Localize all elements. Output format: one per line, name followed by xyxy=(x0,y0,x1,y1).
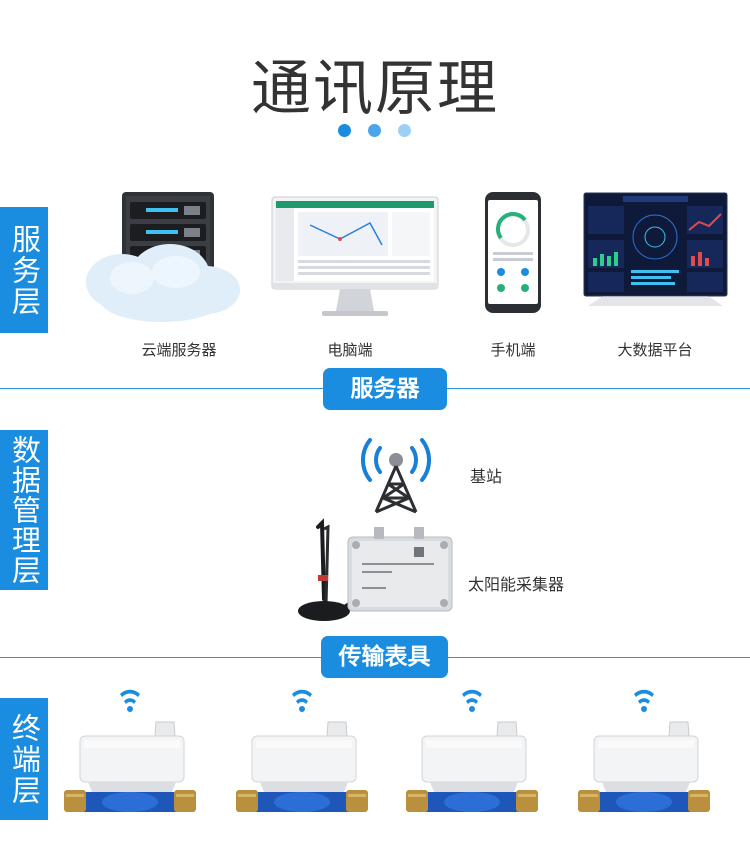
solar-collector-icon xyxy=(288,515,458,627)
caption-cloud-server: 云端服务器 xyxy=(141,341,217,359)
page-title: 通讯原理 xyxy=(251,54,499,124)
layer-tab-service: 服务层 xyxy=(0,207,48,333)
cloud-server-icon xyxy=(84,190,244,325)
water-meter-icon xyxy=(234,688,370,820)
label-solar-collector: 太阳能采集器 xyxy=(468,575,565,594)
layer-tab-terminal: 终端层 xyxy=(0,698,48,820)
pill-transmit-meter: 传输表具 xyxy=(321,636,448,678)
dot-3 xyxy=(398,124,411,137)
caption-desktop: 电脑端 xyxy=(327,341,373,359)
dashboard-screen-icon xyxy=(583,192,728,307)
water-meter-icon xyxy=(576,688,712,820)
water-meter-icon xyxy=(62,688,198,820)
layer-tab-label: 服务层 xyxy=(7,223,42,317)
smartphone-icon xyxy=(483,190,543,315)
layer-tab-label: 数据管理层 xyxy=(7,435,42,585)
pill-server: 服务器 xyxy=(323,368,447,410)
dot-2 xyxy=(368,124,381,137)
caption-big-data-platform: 大数据平台 xyxy=(617,341,693,359)
label-base-station: 基站 xyxy=(470,467,503,486)
layer-tab-label: 终端层 xyxy=(7,712,42,806)
water-meter-icon xyxy=(404,688,540,820)
title-dots xyxy=(338,124,414,138)
dot-1 xyxy=(338,124,351,137)
desktop-monitor-icon xyxy=(270,195,440,320)
base-station-icon xyxy=(358,428,434,514)
caption-mobile: 手机端 xyxy=(490,341,536,359)
layer-tab-data-management: 数据管理层 xyxy=(0,430,48,590)
